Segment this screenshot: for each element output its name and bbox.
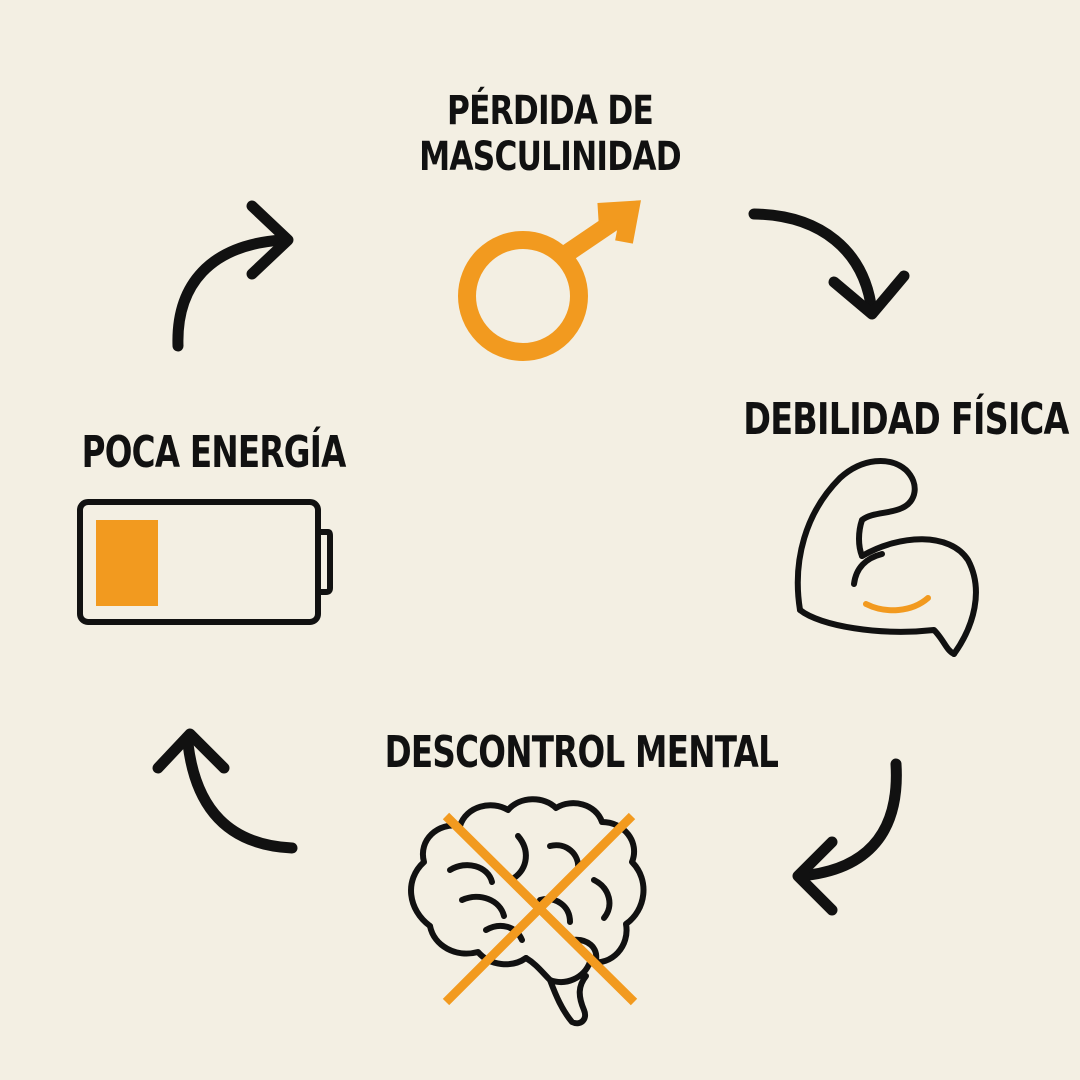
flexed-arm-icon <box>794 457 979 657</box>
battery-charge-fill <box>96 520 158 606</box>
label-debilidad-fisica: DEBILIDAD FÍSICA <box>743 394 1069 445</box>
label-descontrol-mental: DESCONTROL MENTAL <box>384 727 779 778</box>
arm-muscle-highlight <box>863 595 931 614</box>
male-symbol-icon <box>458 200 641 361</box>
crossed-brain-icon <box>408 796 647 1027</box>
arrow-bottom-right <box>792 758 902 916</box>
arrow-top-right <box>748 208 910 320</box>
label-line: DEBILIDAD FÍSICA <box>743 394 1069 445</box>
label-line: POCA ENERGÍA <box>81 427 347 478</box>
label-line: MASCULINIDAD <box>419 134 681 180</box>
label-line: PÉRDIDA DE <box>446 88 654 134</box>
arrow-bottom-left <box>152 728 298 854</box>
label-poca-energia: POCA ENERGÍA <box>81 427 347 478</box>
low-battery-icon <box>77 499 333 625</box>
arrow-top-left <box>172 200 294 352</box>
label-line: DESCONTROL MENTAL <box>384 727 779 778</box>
label-perdida-masculinidad: PÉRDIDA DE MASCULINIDAD <box>417 88 682 180</box>
